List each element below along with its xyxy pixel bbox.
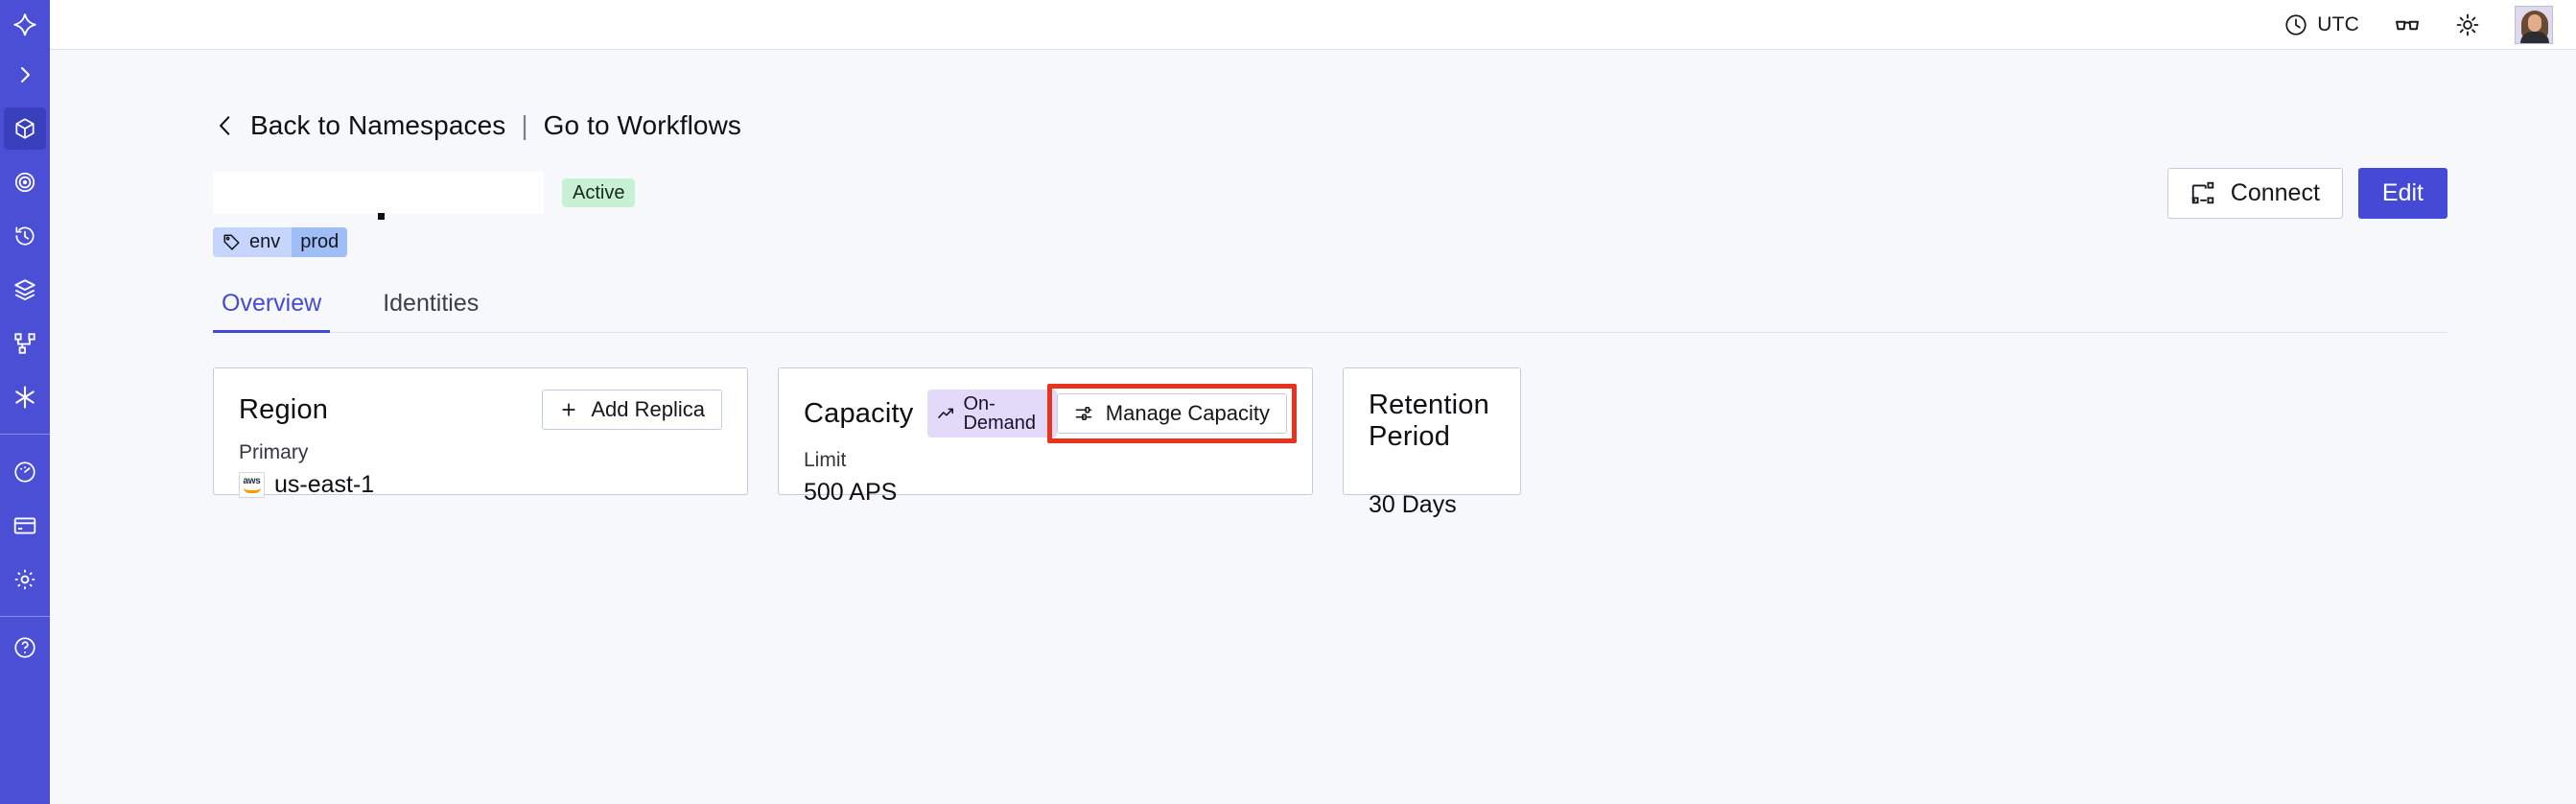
clock-icon (2283, 12, 2308, 37)
overview-cards: Region Add Replica Primary aws us-east-1 (213, 367, 2447, 518)
tag-chip[interactable]: env prod (213, 227, 348, 257)
card-retention-header: Retention Period (1369, 390, 1495, 453)
avatar-body (2520, 31, 2549, 43)
manage-capacity-button[interactable]: Manage Capacity (1056, 393, 1287, 434)
main-content: Back to Namespaces | Go to Workflows Act… (50, 51, 2576, 804)
breadcrumb: Back to Namespaces | Go to Workflows (213, 110, 2447, 141)
layers-icon (12, 277, 37, 302)
readability-toggle[interactable] (2394, 12, 2421, 38)
aws-logo-icon: aws (239, 472, 265, 498)
avatar-face (2528, 13, 2541, 32)
theme-toggle[interactable] (2455, 12, 2480, 37)
sidebar-item-temporal-logo[interactable] (4, 5, 46, 47)
timezone-selector[interactable]: UTC (2283, 12, 2359, 37)
timezone-label: UTC (2317, 12, 2359, 35)
aws-logo-swoosh (244, 487, 261, 493)
card-retention-title: Retention Period (1369, 390, 1489, 452)
sidebar-item-workflows[interactable] (4, 322, 46, 365)
clock-rewind-icon (12, 224, 37, 248)
nodes-branch-icon (12, 331, 37, 356)
add-replica-label: Add Replica (591, 397, 705, 421)
connect-button-label: Connect (2230, 178, 2320, 206)
on-demand-badge: On-Demand (927, 390, 1057, 437)
namespace-title-row: Active Connect Edit (213, 167, 2447, 220)
tab-overview[interactable]: Overview (213, 290, 331, 333)
credit-card-icon (12, 513, 37, 538)
chevron-right-icon (13, 63, 36, 86)
card-region-value-row: aws us-east-1 (239, 471, 722, 499)
tag-value: prod (292, 227, 348, 257)
sidebar-item-recent[interactable] (4, 215, 46, 257)
sliders-icon (1074, 404, 1093, 423)
card-capacity-title: Capacity (804, 397, 914, 429)
tag-icon (222, 233, 241, 251)
sidebar-item-billing[interactable] (4, 505, 46, 547)
card-region: Region Add Replica Primary aws us-east-1 (213, 367, 748, 498)
card-region-value: us-east-1 (274, 471, 375, 498)
connect-button[interactable]: Connect (2166, 167, 2343, 219)
asterisk-icon (12, 384, 38, 411)
sidebar-item-layers[interactable] (4, 269, 46, 311)
card-retention-value: 30 Days (1369, 491, 1457, 518)
avatar[interactable] (2515, 5, 2553, 44)
glasses-icon (2394, 12, 2421, 38)
cube-icon (12, 116, 37, 141)
card-region-sub: Primary (239, 441, 309, 463)
aws-logo-text: aws (243, 476, 261, 486)
card-capacity-header: Capacity On-Demand (804, 390, 1287, 437)
edit-button[interactable]: Edit (2357, 167, 2447, 219)
tab-identities[interactable]: Identities (383, 290, 480, 317)
connect-flow-icon (2190, 180, 2215, 205)
chevron-left-icon[interactable] (213, 111, 238, 140)
card-retention: Retention Period 30 Days (1343, 367, 1521, 518)
namespace-actions: Connect Edit (2166, 167, 2447, 219)
on-demand-label: On-Demand (963, 393, 1037, 434)
card-capacity: Capacity On-Demand (778, 367, 1313, 506)
tab-bar: Overview Identities (213, 290, 2447, 333)
sun-icon (2455, 12, 2480, 37)
sidebar-divider-2 (0, 616, 50, 617)
namespace-tags: env prod (213, 227, 2447, 257)
status-badge: Active (562, 178, 636, 207)
plus-icon (559, 400, 578, 419)
gear-icon (12, 567, 37, 592)
sidebar-item-expand-nav[interactable] (4, 54, 46, 96)
sidebar-item-namespaces[interactable] (4, 107, 46, 150)
sidebar-item-settings[interactable] (4, 558, 46, 601)
sidebar-item-help[interactable] (4, 627, 46, 669)
help-circle-icon (12, 635, 37, 660)
gauge-icon (12, 460, 37, 485)
card-capacity-value: 500 APS (804, 479, 898, 506)
trending-up-icon (937, 405, 955, 423)
eye-spiral-icon (12, 170, 37, 195)
sidebar (0, 0, 50, 804)
sidebar-item-usage[interactable] (4, 451, 46, 493)
top-header: UTC (50, 0, 2576, 50)
manage-capacity-label: Manage Capacity (1105, 401, 1270, 425)
sidebar-item-observability[interactable] (4, 161, 46, 203)
breadcrumb-divider: | (521, 110, 528, 140)
namespace-name (213, 172, 544, 220)
breadcrumb-workflows-link[interactable]: Go to Workflows (543, 110, 742, 140)
breadcrumb-back-link[interactable]: Back to Namespaces (250, 110, 506, 140)
sidebar-item-integrations[interactable] (4, 376, 46, 418)
add-replica-button[interactable]: Add Replica (542, 390, 722, 430)
card-capacity-sub: Limit (804, 449, 847, 471)
tag-key: env (249, 231, 281, 252)
card-region-header: Region Add Replica (239, 390, 722, 430)
sidebar-divider-1 (0, 434, 50, 435)
temporal-logo-icon (11, 12, 39, 40)
card-region-title: Region (239, 393, 329, 425)
